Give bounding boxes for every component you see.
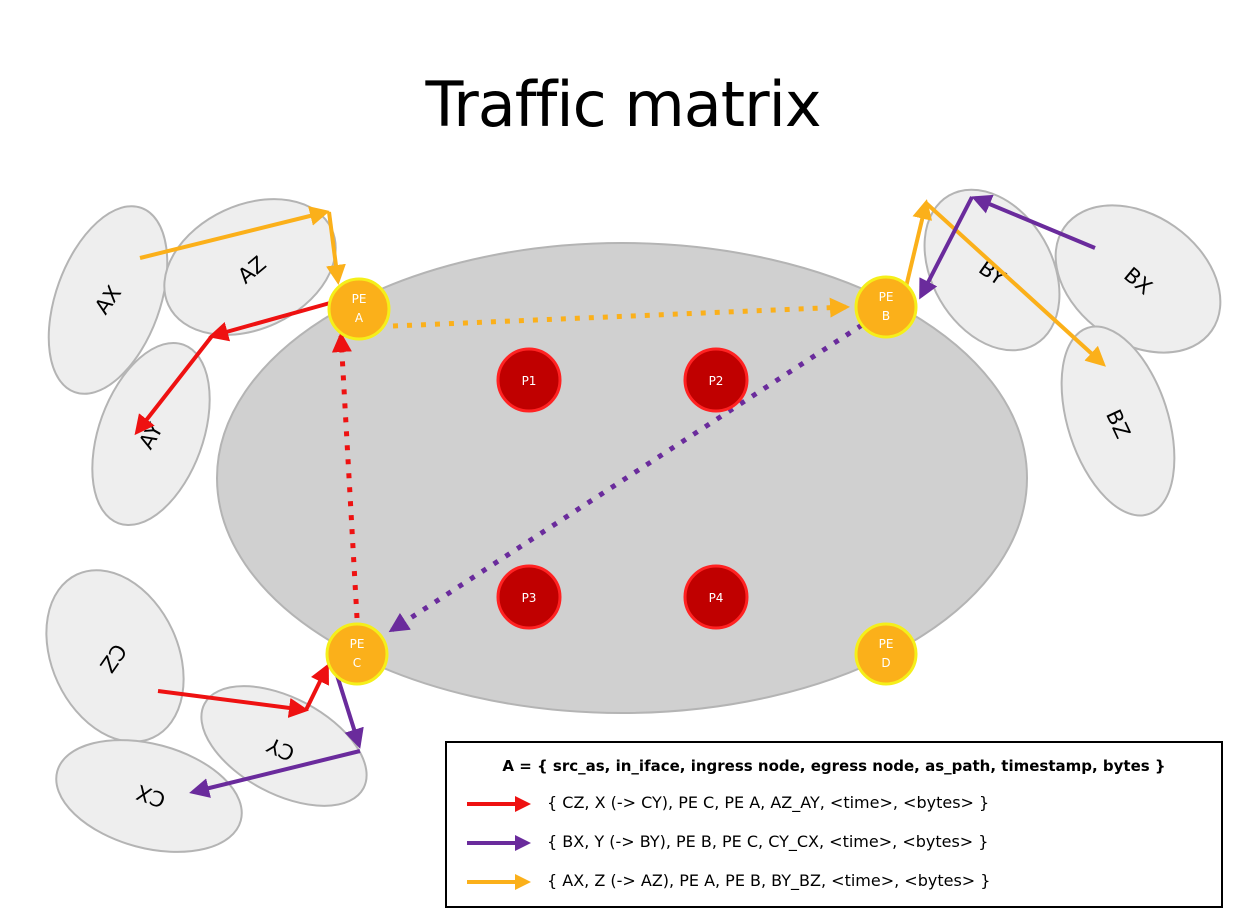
arrow-orange-az-to-pe-a	[326, 211, 346, 285]
pe-router-a: PE A	[327, 277, 391, 341]
legend-arrow-orange-icon	[467, 874, 531, 890]
dotted-path-pe-c-to-pe-a	[331, 332, 360, 619]
dotted-path-pe-b-to-pe-c	[388, 322, 864, 633]
pe-router-a-line1: PE	[352, 292, 367, 306]
p-router-p3: P3	[496, 564, 562, 630]
cloud-bz: BZ	[1060, 325, 1176, 517]
pe-router-c: PE C	[325, 622, 389, 686]
legend-header: A = { src_as, in_iface, ingress node, eg…	[502, 757, 1166, 775]
cloud-cx: CX	[55, 739, 243, 853]
pe-router-c-line2: C	[353, 656, 361, 670]
legend-row-purple: { BX, Y (-> BY), PE B, PE C, CY_CX, <tim…	[465, 830, 1205, 856]
legend-arrow-purple-icon	[467, 835, 531, 851]
cloud-bx: BX	[1054, 204, 1222, 354]
p-router-p1: P1	[496, 347, 562, 413]
p-router-label-p2: P2	[709, 374, 724, 388]
page-title: Traffic matrix	[425, 68, 821, 141]
pe-router-b-line1: PE	[879, 290, 894, 304]
pe-router-d: PE D	[854, 622, 918, 686]
legend-box: A = { src_as, in_iface, ingress node, eg…	[445, 741, 1223, 908]
arrow-red-cy-to-pe-c	[304, 663, 329, 711]
p-router-p4: P4	[683, 564, 749, 630]
arrow-red-pe-a-to-az	[208, 301, 331, 342]
arrow-red-cz-to-cy	[157, 689, 309, 718]
arrow-orange-ax-to-az	[139, 206, 330, 260]
arrow-purple-bx-to-by	[971, 194, 1096, 250]
pe-router-d-line1: PE	[879, 637, 894, 651]
legend-arrow-red-icon	[467, 796, 531, 812]
pe-router-c-line1: PE	[350, 637, 365, 651]
pe-router-b-line2: B	[882, 309, 890, 323]
arrow-orange-pe-b-to-by	[904, 199, 933, 288]
dotted-path-pe-a-to-pe-b	[392, 297, 850, 329]
cloud-cz: CZ	[45, 569, 185, 743]
cloud-ax: AX	[47, 205, 169, 395]
p-router-label-p3: P3	[522, 591, 537, 605]
p-router-label-p1: P1	[522, 374, 537, 388]
legend-row-orange-text: { AX, Z (-> AZ), PE A, PE B, BY_BZ, <tim…	[547, 871, 991, 890]
legend-row-orange: { AX, Z (-> AZ), PE A, PE B, BY_BZ, <tim…	[465, 869, 1205, 895]
p-router-p2: P2	[683, 347, 749, 413]
pe-router-a-line2: A	[355, 311, 364, 325]
legend-row-red-text: { CZ, X (-> CY), PE C, PE A, AZ_AY, <tim…	[547, 793, 990, 812]
legend-row-red: { CZ, X (-> CY), PE C, PE A, AZ_AY, <tim…	[465, 791, 1205, 817]
pe-router-b: PE B	[854, 275, 918, 339]
arrow-purple-pe-c-to-cy	[334, 671, 364, 749]
arrow-red-az-to-ay	[134, 334, 214, 436]
arrow-purple-by-to-pe-b	[919, 196, 974, 300]
pe-router-d-line2: D	[881, 656, 890, 670]
arrow-purple-cy-to-cx	[189, 749, 361, 798]
p-router-label-p4: P4	[709, 591, 724, 605]
legend-row-purple-text: { BX, Y (-> BY), PE B, PE C, CY_CX, <tim…	[547, 832, 989, 851]
